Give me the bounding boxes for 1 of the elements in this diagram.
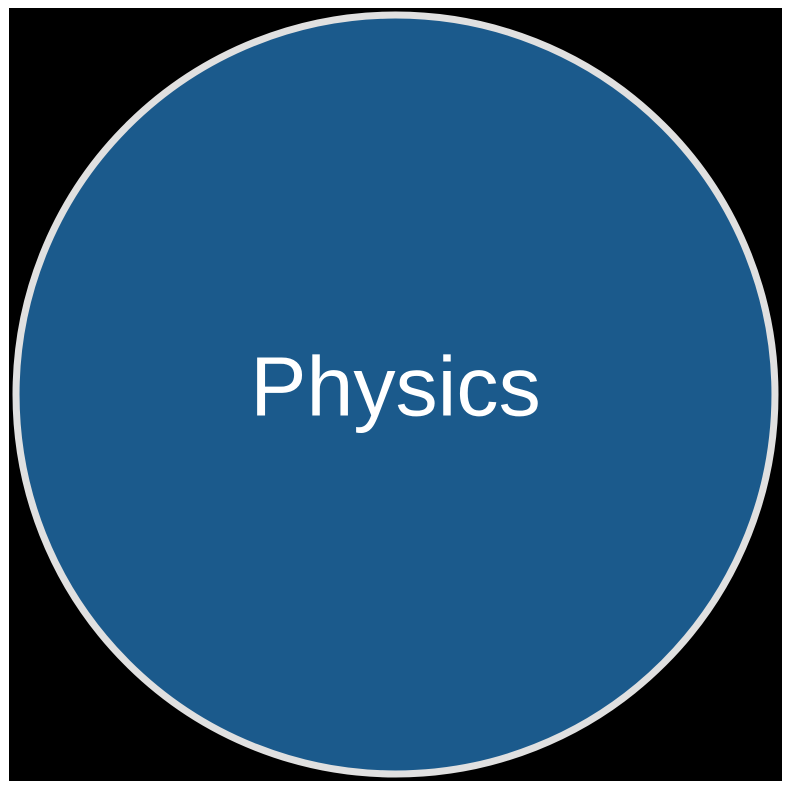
node-circle: Physics (12, 12, 778, 778)
